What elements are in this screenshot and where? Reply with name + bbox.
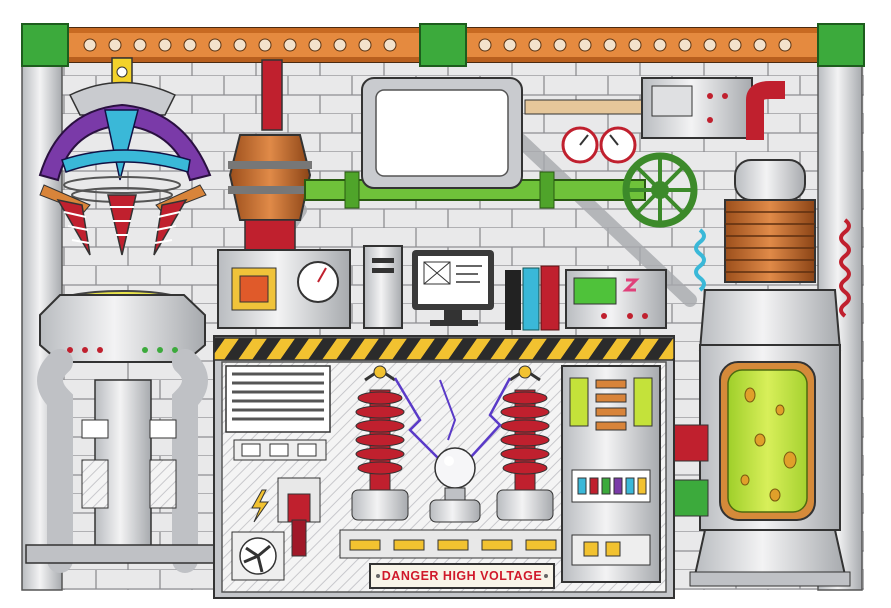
tesla-coil-icon [351,365,409,521]
pipe-valve-wheel-icon [622,152,698,228]
console-row [217,245,667,331]
girder-bracket-right [817,23,865,67]
lever-switch-icon [277,477,321,557]
high-voltage-cabinet [213,335,675,599]
claw-screw-center [107,194,137,256]
fan-icon [231,531,285,581]
girder-bracket-center [419,23,467,67]
pressure-gauge-icon [524,99,646,164]
top-girder [21,23,865,67]
wall-monitor [361,77,523,189]
danger-sign-plate [369,563,555,589]
control-box-top-right [641,77,785,140]
copper-reactor [228,59,312,253]
lightning-bolt-icon [251,489,269,523]
computer-monitor-icon [412,250,494,326]
danger-sign-text: DANGER HIGH VOLTAGE [381,569,543,583]
binders [505,265,560,331]
specimen-tank-icon [671,159,851,587]
reactor-platform [25,290,217,573]
tesla-coil-icon-2 [496,365,554,521]
claw-screw-left [56,198,91,256]
vent-grille [225,365,331,433]
girder-bracket-left [21,23,69,67]
plasma-globe-icon [393,377,512,523]
control-tower [561,365,661,583]
claw-machine-icon [38,57,212,256]
dial-gauge-icon [297,261,339,303]
claw-screw-right [153,198,188,256]
